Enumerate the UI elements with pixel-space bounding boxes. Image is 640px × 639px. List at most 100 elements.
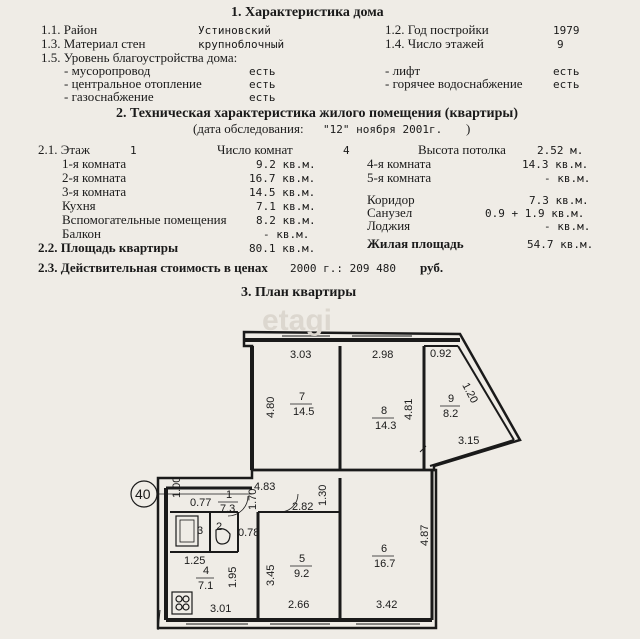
bathroom-label: Санузел	[367, 205, 413, 220]
apartment-area-value: 80.1 кв.м.	[249, 242, 316, 255]
loggia-value: - кв.м.	[544, 220, 591, 233]
grid-mark-label: 40	[135, 486, 151, 502]
room4-area: 7.1	[198, 580, 213, 592]
kitchen-label: Кухня	[62, 198, 96, 213]
wall-material-value: крупноблочный	[198, 38, 285, 51]
section2-title: 2. Техническая характеристика жилого пом…	[116, 106, 519, 121]
dim-480: 4.80	[265, 397, 277, 418]
room1-area: 7.3	[220, 503, 235, 515]
section3-title: 3. План квартиры	[241, 285, 357, 300]
room6-area: 16.7	[374, 558, 395, 570]
room1-number: 1	[226, 489, 232, 501]
rooms-count-label: Число комнат	[217, 142, 293, 157]
living-area-label: Жилая площадь	[367, 236, 464, 251]
room2-label: 2-я комната	[62, 170, 127, 185]
dim-170: 1.70	[247, 489, 259, 510]
room3-number: 3	[197, 525, 203, 537]
living-area-value: 54.7 кв.м.	[527, 238, 594, 251]
wall-9-bottom	[429, 439, 515, 467]
room6-number: 6	[381, 543, 387, 555]
wall-material-label: 1.3. Материал стен	[41, 36, 146, 51]
door-arc-1	[227, 495, 249, 517]
wall-9-slant	[457, 345, 515, 441]
floors-label: 1.4. Число этажей	[385, 36, 484, 51]
dim-303: 3.03	[290, 349, 311, 361]
dim-315: 3.15	[458, 435, 479, 447]
loggia-label: Лоджия	[367, 218, 411, 233]
stove-fixture	[171, 591, 193, 615]
dim-100: 1.00	[171, 477, 183, 498]
dim-345: 3.45	[265, 565, 277, 586]
dim-282: 2.82	[292, 501, 313, 513]
amenities-label: 1.5. Уровень благоустройства дома:	[41, 50, 238, 65]
dim-120: 1.20	[459, 381, 480, 406]
room9-area: 8.2	[443, 408, 458, 420]
survey-suffix: )	[466, 121, 471, 136]
garbage-chute-label: - мусоропровод	[64, 63, 151, 78]
bathtub-inner	[179, 519, 195, 543]
district-value: Устиновский	[198, 24, 271, 37]
balcony-label: Балкон	[62, 226, 101, 241]
dim-483: 4.83	[254, 481, 275, 493]
room4-number: 4	[203, 565, 209, 577]
corridor-value: 7.3 кв.м.	[529, 194, 589, 207]
dim-481: 4.81	[403, 399, 415, 420]
room3-value: 14.5 кв.м.	[249, 186, 316, 199]
room2-number: 2	[216, 521, 222, 533]
room5-value: - кв.м.	[544, 172, 591, 185]
room5-label: 5-я комната	[367, 170, 432, 185]
room3-label: 3-я комната	[62, 184, 127, 199]
dim-298: 2.98	[372, 349, 393, 361]
floors-value: 9	[557, 38, 564, 51]
cost-unit: руб.	[420, 260, 444, 275]
bathtub-fixture	[175, 515, 199, 547]
district-label: 1.1. Район	[41, 22, 98, 37]
survey-date: "12" ноября 2001г.	[323, 123, 443, 136]
dim-092: 0.92	[430, 348, 451, 360]
survey-prefix: (дата обследования:	[193, 121, 304, 136]
dim-342: 3.42	[376, 599, 397, 611]
door-tick-9	[419, 445, 427, 453]
ceiling-height-label: Высота потолка	[418, 142, 506, 157]
dim-125: 1.25	[184, 555, 205, 567]
door-arc-2	[279, 493, 299, 513]
auxiliary-value: 8.2 кв.м.	[256, 214, 316, 227]
room5-number: 5	[299, 553, 305, 565]
room4-value: 14.3 кв.м.	[522, 158, 589, 171]
section1-title: 1. Характеристика дома	[231, 5, 384, 20]
auxiliary-label: Вспомогательные помещения	[62, 212, 227, 227]
dim-078: 0.78	[238, 527, 259, 539]
bathroom-value: 0.9 + 1.9 кв.м.	[485, 207, 585, 220]
stove-burner-4	[182, 603, 190, 611]
dim-266: 2.66	[288, 599, 309, 611]
floor-value: 1	[130, 144, 137, 157]
balcony-value: - кв.м.	[263, 228, 310, 241]
garbage-chute-value: есть	[249, 65, 276, 78]
stove-burner-2	[182, 595, 190, 603]
year-label: 1.2. Год постройки	[385, 22, 489, 37]
room1-value: 9.2 кв.м.	[256, 158, 316, 171]
room1-label: 1-я комната	[62, 156, 127, 171]
dim-130: 1.30	[317, 485, 329, 506]
lift-value: есть	[553, 65, 580, 78]
hot-water-value: есть	[553, 78, 580, 91]
hot-water-label: - горячее водоснабжение	[385, 76, 523, 91]
room8-area: 14.3	[375, 420, 396, 432]
room7-area: 14.5	[293, 406, 314, 418]
ceiling-height-value: 2.52 м.	[537, 144, 584, 157]
room2-value: 16.7 кв.м.	[249, 172, 316, 185]
floor-label: 2.1. Этаж	[38, 142, 90, 157]
dim-195: 1.95	[227, 567, 239, 588]
dim-487: 4.87	[419, 525, 431, 546]
room9-number: 9	[448, 393, 454, 405]
cost-label: 2.3. Действительная стоимость в ценах	[38, 260, 268, 275]
toilet-fixture	[215, 528, 231, 545]
stove-burner-1	[175, 595, 183, 603]
corner-tick	[157, 609, 161, 631]
room4-label: 4-я комната	[367, 156, 432, 171]
room5-area: 9.2	[294, 568, 309, 580]
corridor-label: Коридор	[367, 192, 415, 207]
room8-number: 8	[381, 405, 387, 417]
